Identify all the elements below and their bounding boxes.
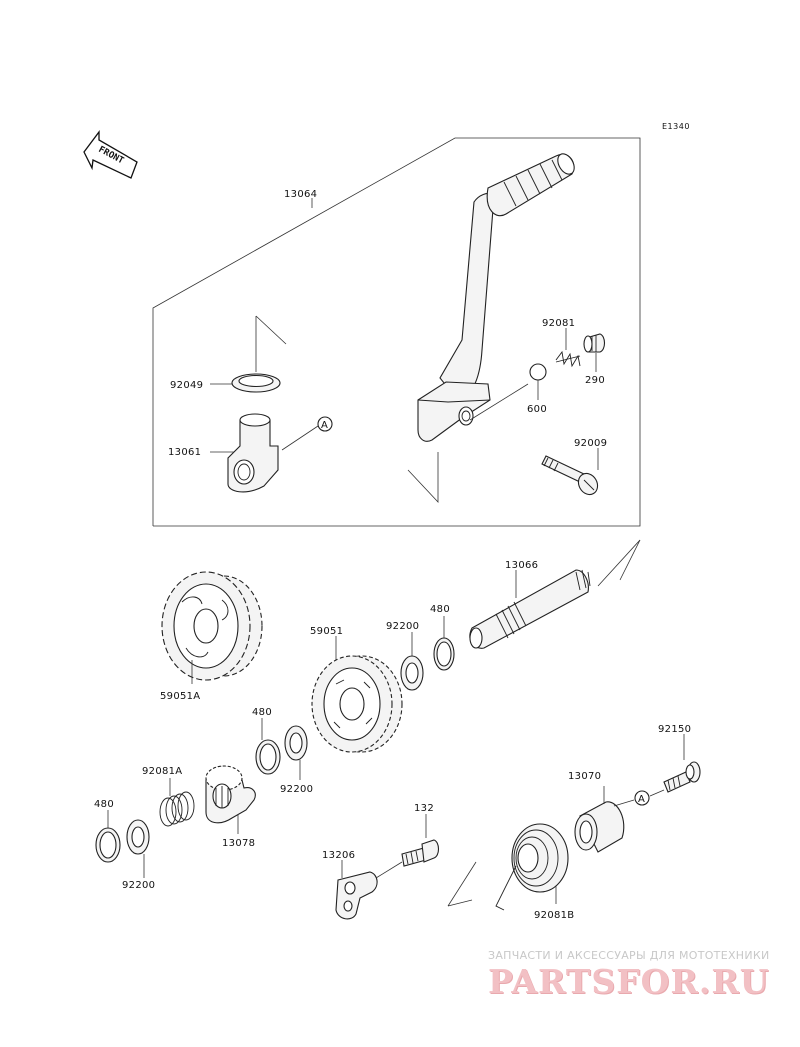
callout-59051: 59051 bbox=[310, 626, 343, 637]
front-arrow-icon: FRONT bbox=[83, 130, 138, 179]
diagram-code: E1340 bbox=[662, 122, 690, 131]
bolt-92150 bbox=[663, 761, 701, 793]
callout-480-top: 480 bbox=[430, 604, 450, 615]
guide-13206 bbox=[335, 871, 378, 920]
watermark-logo: PARTSFOR.RU bbox=[488, 962, 770, 1001]
plug-290 bbox=[583, 333, 606, 353]
kick-spring-92081B bbox=[495, 823, 569, 911]
callout-480-mid: 480 bbox=[252, 707, 272, 718]
seal-92049 bbox=[231, 373, 281, 393]
kick-boss-13061 bbox=[227, 413, 279, 493]
callout-600: 600 bbox=[527, 404, 547, 415]
spring-92081 bbox=[555, 350, 581, 368]
callout-92150: 92150 bbox=[658, 724, 691, 735]
circlip-480-left bbox=[95, 827, 121, 863]
collar-13070 bbox=[574, 801, 625, 853]
circlip-480-mid bbox=[255, 739, 281, 775]
callout-92200-mid: 92200 bbox=[280, 784, 313, 795]
gear-59051 bbox=[311, 655, 403, 753]
callout-290: 290 bbox=[585, 375, 605, 386]
washer-92200-top bbox=[400, 655, 424, 691]
washer-92200-mid bbox=[284, 725, 308, 761]
ref-a-bottom: A bbox=[634, 790, 650, 806]
ball-600 bbox=[529, 363, 547, 381]
callout-13061: 13061 bbox=[168, 447, 201, 458]
watermark-tagline: ЗАПЧАСТИ И АКСЕССУАРЫ ДЛЯ МОТОТЕХНИКИ bbox=[488, 949, 770, 962]
washer-92200-left bbox=[126, 819, 150, 855]
svg-text:A: A bbox=[638, 794, 645, 805]
callout-132: 132 bbox=[414, 803, 434, 814]
callout-92081: 92081 bbox=[542, 318, 575, 329]
callout-480-left: 480 bbox=[94, 799, 114, 810]
callout-13064: 13064 bbox=[284, 189, 317, 200]
callout-92200-top: 92200 bbox=[386, 621, 419, 632]
callout-13066: 13066 bbox=[505, 560, 538, 571]
kick-pedal-lever bbox=[417, 153, 575, 442]
circlip-480-top bbox=[433, 637, 455, 671]
callout-13070: 13070 bbox=[568, 771, 601, 782]
bolt-132 bbox=[401, 839, 440, 867]
ratchet-13078 bbox=[205, 765, 256, 824]
kick-shaft-13066 bbox=[469, 569, 591, 649]
ref-a-top: A bbox=[317, 416, 333, 432]
kick-pedal-assembly-box bbox=[152, 137, 641, 527]
callout-92049: 92049 bbox=[170, 380, 203, 391]
svg-text:A: A bbox=[321, 420, 328, 431]
callout-92081A: 92081A bbox=[142, 766, 182, 777]
callout-13078: 13078 bbox=[222, 838, 255, 849]
gear-59051A bbox=[161, 571, 263, 681]
callout-92009: 92009 bbox=[574, 438, 607, 449]
callout-92081B: 92081B bbox=[534, 910, 574, 921]
callout-92200-left: 92200 bbox=[122, 880, 155, 891]
spring-92081A bbox=[159, 791, 195, 827]
callout-59051A: 59051A bbox=[160, 691, 200, 702]
callout-13206: 13206 bbox=[322, 850, 355, 861]
bolt-92009 bbox=[541, 455, 599, 496]
